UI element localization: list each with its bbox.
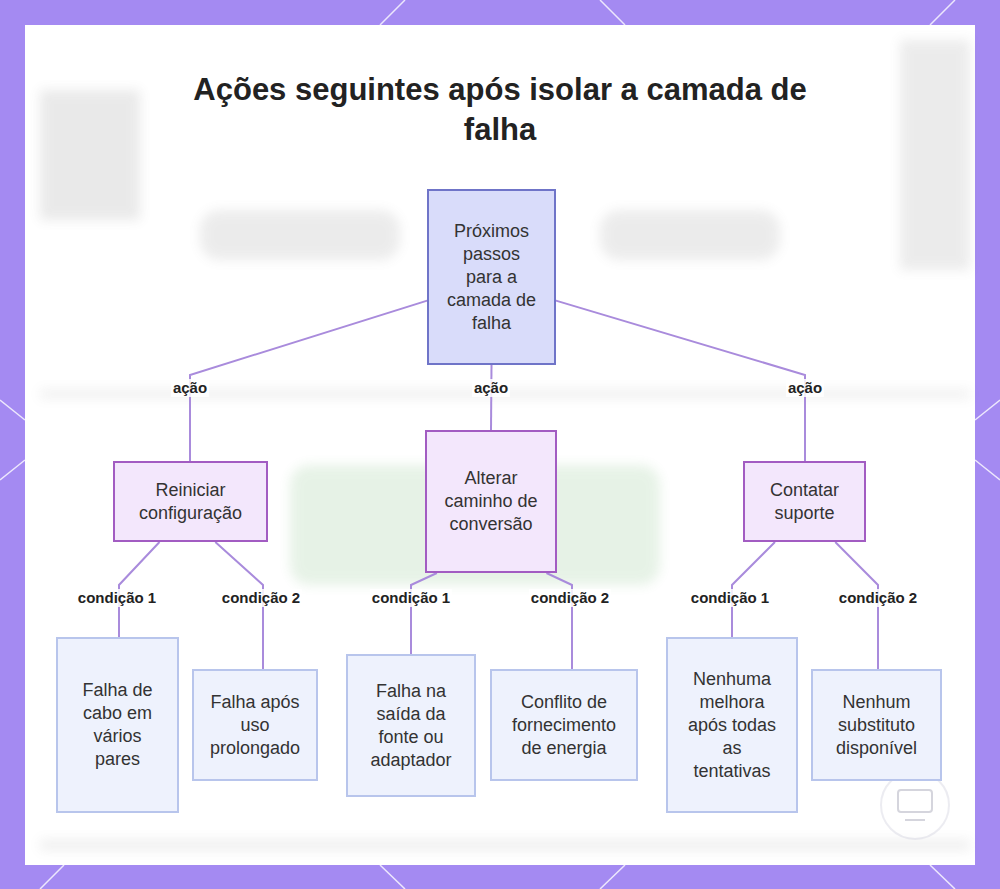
action-box: Alterar caminho de conversão (425, 430, 557, 573)
node-text: Alterar caminho de conversão (441, 467, 541, 536)
action-box: Contatar suporte (743, 461, 866, 542)
watermark-icon (881, 771, 949, 839)
node-text: Conflito de fornecimento de energia (506, 691, 622, 760)
faded-illustration (40, 40, 970, 850)
root-box: Próximos passos para a camada de falha (427, 189, 556, 365)
connector-line (190, 300, 430, 461)
action-box: Reiniciar configuração (113, 461, 268, 542)
condition-box: Falha de cabo em vários pares (56, 637, 179, 813)
content-area (25, 25, 975, 865)
node-text: Contatar suporte (759, 479, 850, 525)
node-text: Falha de cabo em vários pares (72, 679, 163, 771)
edge-label: condição 2 (220, 589, 302, 607)
edge-label: condição 1 (76, 589, 158, 607)
connector-line (546, 573, 572, 669)
node-text: Nenhum substituto disponível (827, 691, 926, 760)
node-text: Falha na saída da fonte ou adaptador (362, 680, 460, 772)
edge-label: ação (472, 379, 510, 397)
node-text: Reiniciar configuração (129, 479, 252, 525)
connector-line (553, 300, 805, 461)
edge-label: condição 1 (689, 589, 771, 607)
condition-box: Nenhum substituto disponível (811, 669, 942, 781)
condition-box: Falha após uso prolongado (192, 669, 318, 781)
condition-box: Falha na saída da fonte ou adaptador (346, 654, 476, 797)
edge-label: condição 2 (837, 589, 919, 607)
edge-label: ação (171, 379, 209, 397)
node-text: Próximos passos para a camada de falha (443, 220, 540, 335)
edge-label: ação (786, 379, 824, 397)
node-text: Falha após uso prolongado (208, 691, 302, 760)
node-text: Nenhuma melhora após todas as tentativas (682, 668, 782, 783)
condition-box: Nenhuma melhora após todas as tentativas (666, 637, 798, 813)
edge-label: condição 2 (529, 589, 611, 607)
diagram-title: Ações seguintes após isolar a camada de … (170, 70, 830, 150)
edge-label: condição 1 (370, 589, 452, 607)
connector-line (411, 573, 437, 654)
connector-line (490, 365, 493, 430)
condition-box: Conflito de fornecimento de energia (490, 669, 638, 781)
